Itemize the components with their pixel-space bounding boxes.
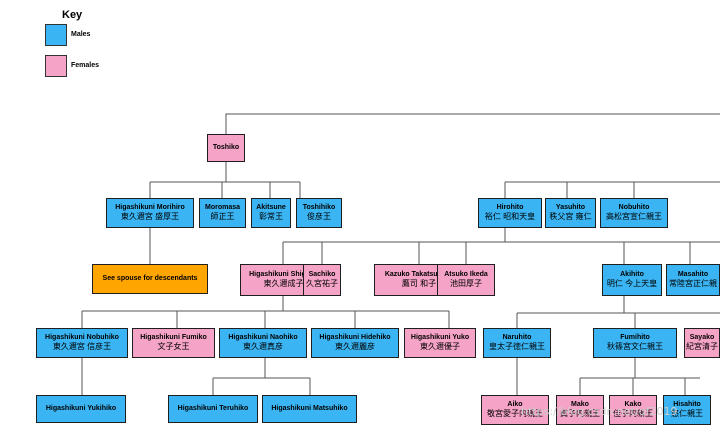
person-kako[interactable]: Kako 佳子内親王 <box>609 395 657 425</box>
person-name: Higashikuni Yuko <box>410 333 470 341</box>
person-higashikuni-hidehiko[interactable]: Higashikuni Hidehiko 東久邇麗彦 <box>311 328 399 358</box>
person-hisahito[interactable]: Hisahito 悠仁親王 <box>663 395 711 425</box>
person-name: Kako <box>624 400 642 408</box>
person-name: Akihito <box>620 270 644 278</box>
person-japanese-name: 高松宮宣仁親王 <box>606 212 662 222</box>
hirohito-siblings-line <box>504 181 720 198</box>
person-akihito[interactable]: Akihito 明仁 今上天皇 <box>602 264 662 296</box>
person-sayako[interactable]: Sayako 紀宮清子 <box>684 328 720 358</box>
person-name: Hirohito <box>496 203 524 211</box>
person-japanese-name: 眞子内親王 <box>560 409 600 419</box>
person-japanese-name: 裕仁 昭和天皇 <box>484 212 536 222</box>
person-toshiko[interactable]: Toshiko <box>207 134 245 162</box>
person-toshihiko[interactable]: Toshihiko 俊彦王 <box>296 198 342 228</box>
person-name: Higashikuni Naohiko <box>228 333 298 341</box>
person-name: Moromasa <box>204 203 240 211</box>
person-sachiko[interactable]: Sachiko 久宮祐子 <box>303 264 341 296</box>
naohiko-children-line <box>212 358 311 395</box>
person-name: Yasuhito <box>555 203 586 211</box>
person-japanese-name: 明仁 今上天皇 <box>606 279 658 289</box>
person-japanese-name: 東久邇真彦 <box>243 342 283 352</box>
key-male-label: Males <box>71 31 91 38</box>
person-name: Aiko <box>507 400 523 408</box>
person-yasuhito[interactable]: Yasuhito 秩父宮 雍仁 <box>545 198 596 228</box>
person-name: Sachiko <box>308 270 336 278</box>
person-name: Mako <box>571 400 589 408</box>
person-moromasa[interactable]: Moromasa 師正王 <box>199 198 246 228</box>
person-name: Higashikuni Matsuhiko <box>271 405 348 413</box>
person-name: Akitsune <box>256 203 286 211</box>
person-name: Toshihiko <box>302 203 336 211</box>
person-mako[interactable]: Mako 眞子内親王 <box>556 395 604 425</box>
top-generation-line <box>225 113 720 134</box>
person-japanese-name: 俊彦王 <box>307 212 331 222</box>
person-name: Nobuhito <box>618 203 650 211</box>
person-higashikuni-fumiko[interactable]: Higashikuni Fumiko 文子女王 <box>132 328 215 358</box>
person-japanese-name: 佳子内親王 <box>613 409 653 419</box>
fumihito-children-line <box>579 358 700 395</box>
person-japanese-name: 秋篠宮文仁親王 <box>607 342 663 352</box>
person-higashikuni-yukihiko[interactable]: Higashikuni Yukihiko <box>36 395 126 423</box>
person-japanese-name: 東久邇麗彦 <box>335 342 375 352</box>
person-name: Higashikuni Hidehiko <box>319 333 391 341</box>
person-japanese-name: 彰常王 <box>259 212 283 222</box>
person-higashikuni-naohiko[interactable]: Higashikuni Naohiko 東久邇真彦 <box>219 328 307 358</box>
person-name: Naruhito <box>502 333 532 341</box>
person-name: Masahito <box>677 270 709 278</box>
note-text: See spouse for descendants <box>102 275 198 283</box>
toshiko-children-line <box>149 162 301 198</box>
person-japanese-name: 東久邇成子 <box>263 279 304 289</box>
person-japanese-name: 常陸宮正仁親 <box>669 279 717 289</box>
person-higashikuni-teruhiko[interactable]: Higashikuni Teruhiko <box>168 395 258 423</box>
person-hirohito[interactable]: Hirohito 裕仁 昭和天皇 <box>478 198 542 228</box>
akihito-children-line <box>516 296 720 328</box>
person-name: Sayako <box>689 333 715 341</box>
person-nobuhito[interactable]: Nobuhito 高松宮宣仁親王 <box>600 198 668 228</box>
person-name: Higashikuni Teruhiko <box>177 405 249 413</box>
person-japanese-name: 師正王 <box>210 212 235 222</box>
person-fumihito[interactable]: Fumihito 秋篠宮文仁親王 <box>593 328 677 358</box>
person-japanese-name: 東久邇優子 <box>420 342 460 352</box>
person-name: Atsuko Ikeda <box>444 270 488 278</box>
person-name: Fumihito <box>620 333 650 341</box>
person-higashikuni-morihiro[interactable]: Higashikuni Morihiro 東久邇宮 盛厚王 <box>106 198 194 228</box>
person-higashikuni-yuko[interactable]: Higashikuni Yuko 東久邇優子 <box>404 328 476 358</box>
person-japanese-name: 久宮祐子 <box>306 279 338 289</box>
person-japanese-name: 皇太子徳仁親王 <box>489 342 545 352</box>
person-japanese-name: 東久邇宮 信彦王 <box>52 342 112 352</box>
person-higashikuni-nobuhiko[interactable]: Higashikuni Nobuhiko 東久邇宮 信彦王 <box>36 328 128 358</box>
person-akitsune[interactable]: Akitsune 彰常王 <box>251 198 291 228</box>
person-japanese-name: 紀宮清子 <box>686 342 718 352</box>
hirohito-children-line <box>282 228 720 264</box>
person-masahito[interactable]: Masahito 常陸宮正仁親 <box>666 264 720 296</box>
watermark-url: https://blog.csdn.net/qf2019 <box>521 405 678 418</box>
key-female-swatch <box>45 55 67 77</box>
person-higashikuni-matsuhiko[interactable]: Higashikuni Matsuhiko <box>262 395 357 423</box>
person-japanese-name: 池田厚子 <box>450 279 482 289</box>
person-name: Higashikuni Fumiko <box>140 333 207 341</box>
person-atsuko-ikeda[interactable]: Atsuko Ikeda 池田厚子 <box>437 264 495 296</box>
person-japanese-name: 敬宮愛子内親王 <box>487 409 543 419</box>
person-name: Toshiko <box>212 144 240 152</box>
key-female-label: Females <box>71 62 100 69</box>
person-name: Higashikuni Morihiro <box>115 203 185 211</box>
person-japanese-name: 東久邇宮 盛厚王 <box>120 212 180 222</box>
person-japanese-name: 鷹司 和子 <box>401 279 437 289</box>
shigeko-children-line <box>81 296 450 328</box>
person-japanese-name: 秩父宮 雍仁 <box>549 212 592 222</box>
person-japanese-name: 悠仁親王 <box>671 409 703 419</box>
key-title: Key <box>62 9 83 21</box>
person-aiko[interactable]: Aiko 敬宮愛子内親王 <box>481 395 549 425</box>
person-name: Higashikuni Yukihiko <box>45 405 117 413</box>
person-name: Higashikuni Shigeko <box>249 270 318 278</box>
person-japanese-name: 文子女王 <box>157 342 190 352</box>
key-male-swatch <box>45 24 67 46</box>
person-naruhito[interactable]: Naruhito 皇太子徳仁親王 <box>483 328 551 358</box>
see-spouse-note[interactable]: See spouse for descendants <box>92 264 208 294</box>
person-name: Hisahito <box>673 400 701 408</box>
person-name: Kazuko Takatsukasa <box>384 270 454 278</box>
person-name: Higashikuni Nobuhiko <box>45 333 119 341</box>
